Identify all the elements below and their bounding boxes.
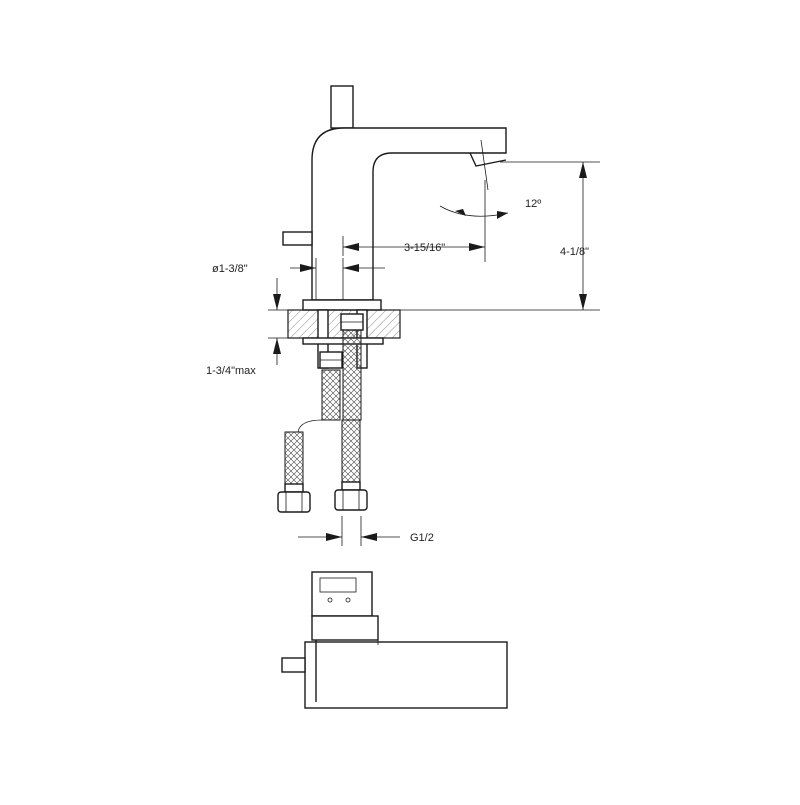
dim-spout-reach: 3-15/16" xyxy=(404,242,445,254)
hose-left-lower xyxy=(284,431,304,485)
side-lever xyxy=(282,231,313,246)
handle-rod xyxy=(330,85,354,129)
aerator xyxy=(469,152,507,167)
dim-deck-thickness: 1-3/4"max xyxy=(206,365,256,377)
faucet-body xyxy=(311,127,507,301)
hose-right-lower xyxy=(341,419,361,483)
side-lever-top xyxy=(281,657,306,673)
hose-right-upper xyxy=(342,329,362,421)
dim-connection-thread: G1/2 xyxy=(410,532,434,544)
side-view xyxy=(277,85,507,513)
top-view xyxy=(281,571,508,709)
hose-left-upper xyxy=(321,369,341,421)
dim-spout-angle: 12º xyxy=(525,198,541,210)
base-plate xyxy=(302,299,382,311)
handle-top xyxy=(311,571,373,617)
dim-spout-height: 4-1/8" xyxy=(560,246,589,258)
dim-base-diameter: ø1-3/8" xyxy=(212,263,248,275)
dimension-lines xyxy=(268,161,600,546)
body-top xyxy=(311,615,379,641)
spout-top xyxy=(304,641,508,709)
